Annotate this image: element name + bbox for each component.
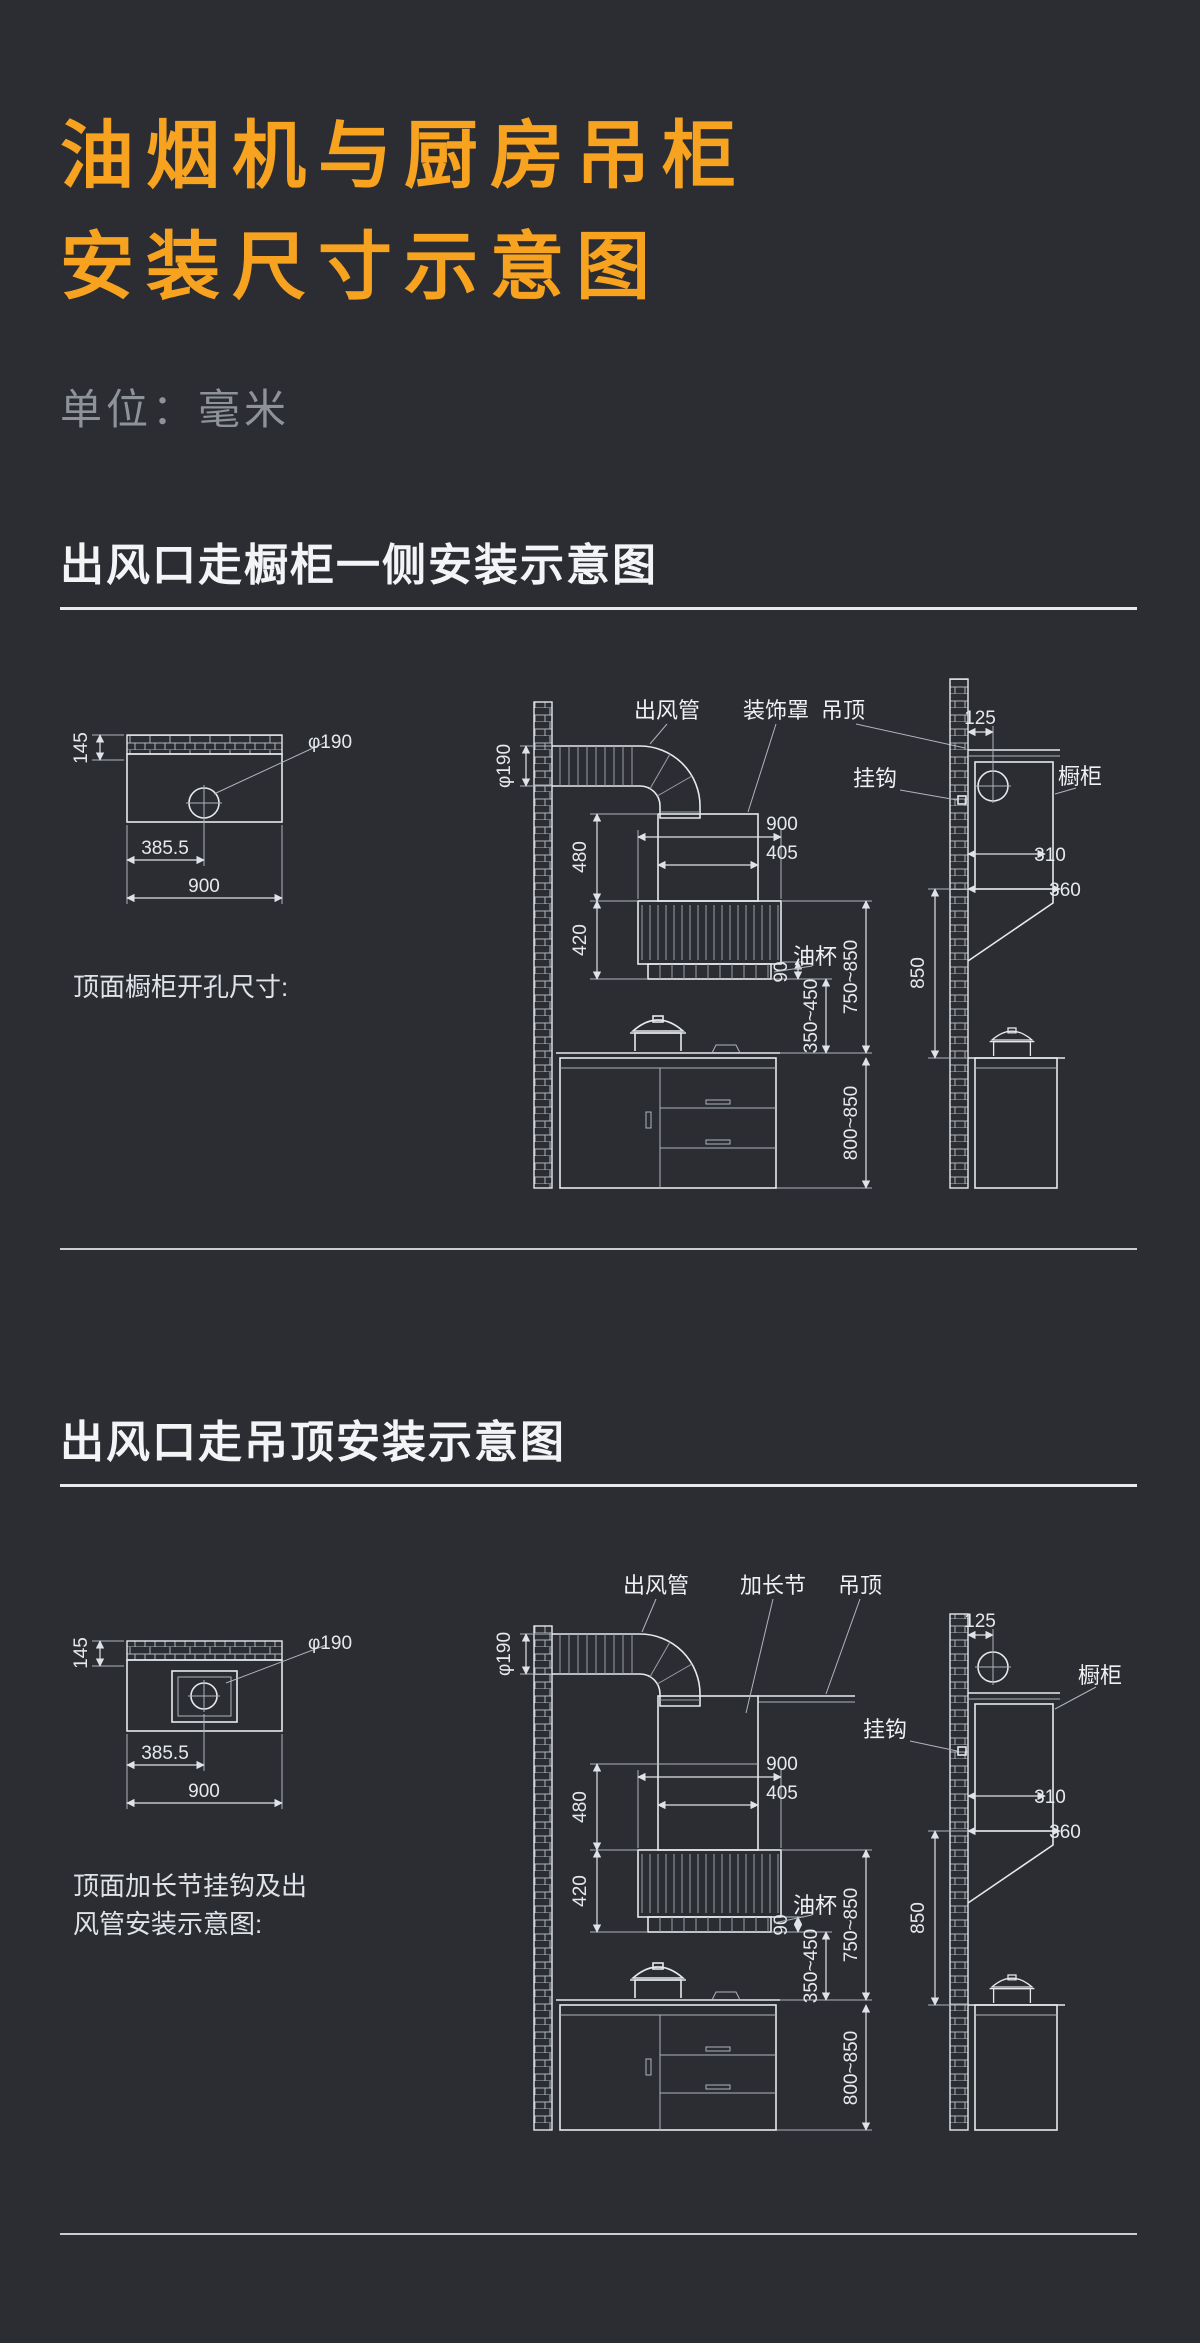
exhaust-duct xyxy=(552,1633,701,1707)
dim-counter-height: 800~850 xyxy=(841,1086,862,1161)
wall xyxy=(533,1625,553,2131)
label-extension: 加长节 xyxy=(740,1573,806,1598)
dim-cabinet-depth-outer: 360 xyxy=(1049,1822,1081,1843)
dim-counter-height: 800~850 xyxy=(841,2031,862,2106)
dim-hood-width: 900 xyxy=(766,1754,798,1775)
section2-heading: 出风口走吊顶安装示意图 xyxy=(60,1418,566,1467)
topview-dim-depth: 145 xyxy=(71,732,92,764)
label-cabinet: 橱柜 xyxy=(1058,764,1102,789)
label-duct: 出风管 xyxy=(634,698,700,723)
oil-cup xyxy=(647,1916,772,1933)
topview-dim-offset: 385.5 xyxy=(141,1743,189,1764)
elevation-view: φ190 出风管 加长节 吊顶 xyxy=(494,1573,882,2131)
label-cover: 装饰罩 xyxy=(743,698,809,723)
cooktop xyxy=(556,1962,780,2001)
dim-chimney-height: 480 xyxy=(570,1791,591,1823)
side-view: 125 挂钩 橱柜 310 360 850 xyxy=(853,678,1102,1189)
dim-hood-to-cooktop: 350~450 xyxy=(801,1929,822,2004)
elevation-view: φ190 出风管 装饰罩 吊顶 900 405 480 xyxy=(494,698,966,1189)
topview-cutout: φ190 145 385.5 900 顶面加长节挂钩及出 风管安装示意图: xyxy=(71,1633,352,1939)
section-divider xyxy=(60,1248,1137,1250)
dim-hood-width: 900 xyxy=(766,814,798,835)
oil-cup xyxy=(647,963,772,980)
diagram-side-cabinet-route: φ190 145 385.5 900 顶面橱柜开孔尺寸: φ190 xyxy=(71,678,1102,1189)
dim-hood-to-cooktop: 350~450 xyxy=(801,979,822,1054)
dim-body-height: 420 xyxy=(570,1875,591,1907)
dim-body-top-to-counter: 750~850 xyxy=(841,940,862,1015)
label-ceiling: 吊顶 xyxy=(838,1573,882,1598)
dim-duct-offset: 125 xyxy=(964,708,996,729)
label-cabinet: 橱柜 xyxy=(1078,1663,1122,1688)
unit-label: 单位：毫米 xyxy=(60,386,291,433)
topview-caption: 顶面橱柜开孔尺寸: xyxy=(73,972,288,1002)
pot xyxy=(629,1962,687,1999)
base-cabinet xyxy=(559,2004,777,2131)
topview-cutout: φ190 145 385.5 900 顶面橱柜开孔尺寸: xyxy=(71,732,352,1002)
wall xyxy=(949,1613,969,2131)
pot xyxy=(988,1974,1036,2004)
dim-body-top-to-counter: 750~850 xyxy=(841,1888,862,1963)
base-cabinet xyxy=(559,1057,777,1189)
dim-cabinet-depth-outer: 360 xyxy=(1049,880,1081,901)
title-line-1: 油烟机与厨房吊柜 xyxy=(60,114,748,197)
label-ceiling: 吊顶 xyxy=(821,698,865,723)
dim-chimney-width: 405 xyxy=(766,1783,798,1804)
dim-body-height: 420 xyxy=(570,924,591,956)
hook xyxy=(957,1746,967,1756)
duct-dia: φ190 xyxy=(494,744,515,788)
extension-and-chimney xyxy=(657,1695,759,1851)
hook xyxy=(957,795,967,805)
label-duct: 出风管 xyxy=(623,1573,689,1598)
topview-dim-width: 900 xyxy=(188,1781,220,1802)
pot xyxy=(629,1015,687,1052)
cornice xyxy=(967,889,1054,962)
topview-caption-line1: 顶面加长节挂钩及出 xyxy=(73,1871,307,1901)
label-oilcup: 油杯 xyxy=(793,944,837,969)
topview-dim-depth: 145 xyxy=(71,1637,92,1669)
base-cabinet xyxy=(974,1057,1058,1189)
dim-chimney-width: 405 xyxy=(766,843,798,864)
dim-oilcup-height: 90 xyxy=(771,961,792,982)
wall xyxy=(949,678,969,1189)
dim-oilcup-height: 90 xyxy=(771,1914,792,1935)
ceiling xyxy=(758,1695,855,1703)
label-hook: 挂钩 xyxy=(853,766,897,791)
dim-chimney-height: 480 xyxy=(570,841,591,873)
section1-rule xyxy=(60,607,1137,610)
hood-body xyxy=(637,900,782,965)
exhaust-duct xyxy=(552,745,701,819)
section1-heading: 出风口走橱柜一侧安装示意图 xyxy=(60,541,658,590)
cooktop xyxy=(556,1015,780,1054)
dim-cabinet-depth-inner: 310 xyxy=(1034,845,1066,866)
pot xyxy=(988,1027,1036,1057)
topview-hole-dia: φ190 xyxy=(308,732,352,753)
side-view: 125 橱柜 挂钩 310 360 850 xyxy=(863,1611,1122,2131)
bottom-divider xyxy=(60,2233,1137,2235)
diagram-ceiling-route: φ190 145 385.5 900 顶面加长节挂钩及出 风管安装示意图: φ1… xyxy=(71,1573,1122,2131)
topview-hole-dia: φ190 xyxy=(308,1633,352,1654)
label-oilcup: 油杯 xyxy=(793,1893,837,1918)
dim-cabinet-to-counter: 850 xyxy=(908,1902,929,1934)
hood-body xyxy=(637,1849,782,1918)
wall xyxy=(533,701,553,1189)
title-line-2: 安装尺寸示意图 xyxy=(60,225,662,308)
ceiling xyxy=(968,1692,1060,1700)
cornice xyxy=(967,1831,1054,1904)
dim-cabinet-to-counter: 850 xyxy=(908,957,929,989)
base-cabinet xyxy=(974,2004,1058,2131)
topview-dim-offset: 385.5 xyxy=(141,838,189,859)
label-hook: 挂钩 xyxy=(863,1717,907,1742)
dim-cabinet-depth-inner: 310 xyxy=(1034,1787,1066,1808)
wall-cabinet xyxy=(974,761,1054,890)
duct-dia: φ190 xyxy=(494,1632,515,1676)
decorative-cover xyxy=(657,813,759,902)
topview-dim-width: 900 xyxy=(188,876,220,897)
wall-cabinet xyxy=(974,1703,1054,1832)
topview-caption-line2: 风管安装示意图: xyxy=(73,1909,262,1939)
ceiling xyxy=(968,749,1060,757)
section2-rule xyxy=(60,1484,1137,1487)
page-title: 油烟机与厨房吊柜安装尺寸示意图 xyxy=(60,100,1200,322)
dim-duct-offset: 125 xyxy=(964,1611,996,1632)
